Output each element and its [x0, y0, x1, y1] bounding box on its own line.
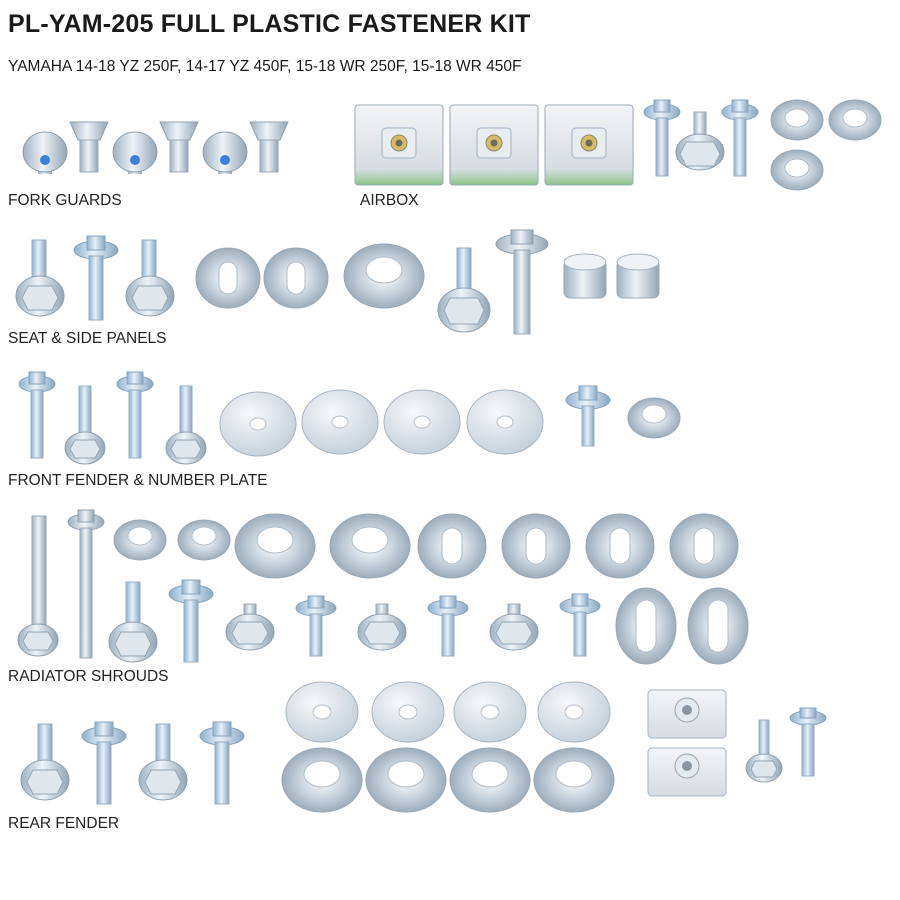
- large-spacer: [281, 747, 363, 813]
- slotted-spacer: [263, 247, 329, 309]
- large-spacer: [234, 513, 316, 579]
- flange-bolt-blue: [81, 721, 127, 805]
- section-label-rear-fender: REAR FENDER: [8, 815, 120, 832]
- spacer-washer: [828, 99, 882, 141]
- hex-flange-bolt: [489, 603, 539, 651]
- flange-bolt-blue: [73, 235, 119, 321]
- tall-slotted-spacer: [687, 587, 749, 665]
- long-flange-bolt: [67, 509, 105, 659]
- spacer-washer: [177, 519, 231, 561]
- spacer-washer: [770, 99, 824, 141]
- flanged-standoff: [69, 121, 109, 173]
- speed-nut-plate: [449, 104, 539, 186]
- flange-bolt-blue: [565, 385, 611, 447]
- flange-bolt-blue: [15, 239, 65, 317]
- flange-bolt-blue: [108, 581, 158, 663]
- button-head-screw: [202, 131, 248, 174]
- slotted-spacer: [417, 513, 487, 579]
- flat-washer: [383, 389, 461, 455]
- flange-bolt-blue: [199, 721, 245, 805]
- airbox-parts: [354, 99, 882, 191]
- flat-washer: [537, 681, 611, 743]
- flange-bolt: [495, 229, 549, 335]
- speed-nut-plate: [354, 104, 444, 186]
- flange-bolt-blue: [427, 595, 469, 657]
- flange-bolt-blue: [295, 595, 337, 657]
- rear-fender-parts: [20, 681, 827, 813]
- flange-bolt-blue: [745, 719, 783, 783]
- button-head-screw: [112, 131, 158, 174]
- flanged-standoff: [159, 121, 199, 173]
- speed-nut-plate: [544, 104, 634, 186]
- large-spacer: [533, 747, 615, 813]
- flange-bolt-blue: [116, 371, 154, 459]
- section-label-radiator-shrouds: RADIATOR SHROUDS: [8, 668, 169, 685]
- flange-bolt-blue: [20, 723, 70, 801]
- flange-bolt-blue: [643, 99, 681, 177]
- large-spacer: [343, 243, 425, 309]
- flange-bolt-blue: [18, 371, 56, 459]
- button-head-screw: [22, 131, 68, 174]
- slotted-spacer: [585, 513, 655, 579]
- flange-bolt-blue: [165, 385, 207, 465]
- section-label-fork-guards: FORK GUARDS: [8, 192, 122, 209]
- slotted-spacer: [501, 513, 571, 579]
- flange-bolt-blue: [138, 723, 188, 801]
- flat-washer: [285, 681, 359, 743]
- section-label-seat-side-panels: SEAT & SIDE PANELS: [8, 330, 167, 347]
- flange-bolt: [437, 247, 491, 333]
- flat-washer: [301, 389, 379, 455]
- flange-bolt-blue: [168, 579, 214, 663]
- flange-bolt-blue: [721, 99, 759, 177]
- sleeve-spacer: [616, 253, 660, 299]
- flat-washer: [453, 681, 527, 743]
- radiator-shroud-parts: [17, 509, 749, 665]
- page-subtitle: YAMAHA 14-18 YZ 250F, 14-17 YZ 450F, 15-…: [8, 58, 522, 75]
- slotted-spacer: [195, 247, 261, 309]
- flat-washer: [466, 389, 544, 455]
- flange-bolt-blue: [125, 239, 175, 317]
- large-spacer: [365, 747, 447, 813]
- flat-washer: [219, 391, 297, 457]
- flanged-standoff: [249, 121, 289, 173]
- spacer-washer: [770, 149, 824, 191]
- speed-nut-plate: [647, 689, 727, 739]
- flange-bolt-hexhead: [675, 111, 725, 171]
- flat-washer: [371, 681, 445, 743]
- fork-guards-parts: [22, 121, 289, 174]
- slotted-spacer: [669, 513, 739, 579]
- large-spacer: [449, 747, 531, 813]
- sleeve-spacer: [563, 253, 607, 299]
- spacer-washer: [113, 519, 167, 561]
- hex-flange-bolt: [225, 603, 275, 651]
- spacer-washer: [627, 397, 681, 439]
- flange-bolt-blue: [559, 593, 601, 657]
- section-label-front-fender: FRONT FENDER & NUMBER PLATE: [8, 472, 268, 489]
- page-title: PL-YAM-205 FULL PLASTIC FASTENER KIT: [8, 10, 531, 38]
- tall-slotted-spacer: [615, 587, 677, 665]
- section-label-airbox: AIRBOX: [360, 192, 419, 209]
- flange-bolt-blue: [789, 707, 827, 777]
- speed-nut-plate: [647, 747, 727, 797]
- seat-side-panel-parts: [15, 229, 660, 335]
- long-flange-bolt: [17, 515, 59, 657]
- flange-bolt-blue: [64, 385, 106, 465]
- hex-flange-bolt: [357, 603, 407, 651]
- front-fender-parts: [18, 371, 681, 465]
- large-spacer: [329, 513, 411, 579]
